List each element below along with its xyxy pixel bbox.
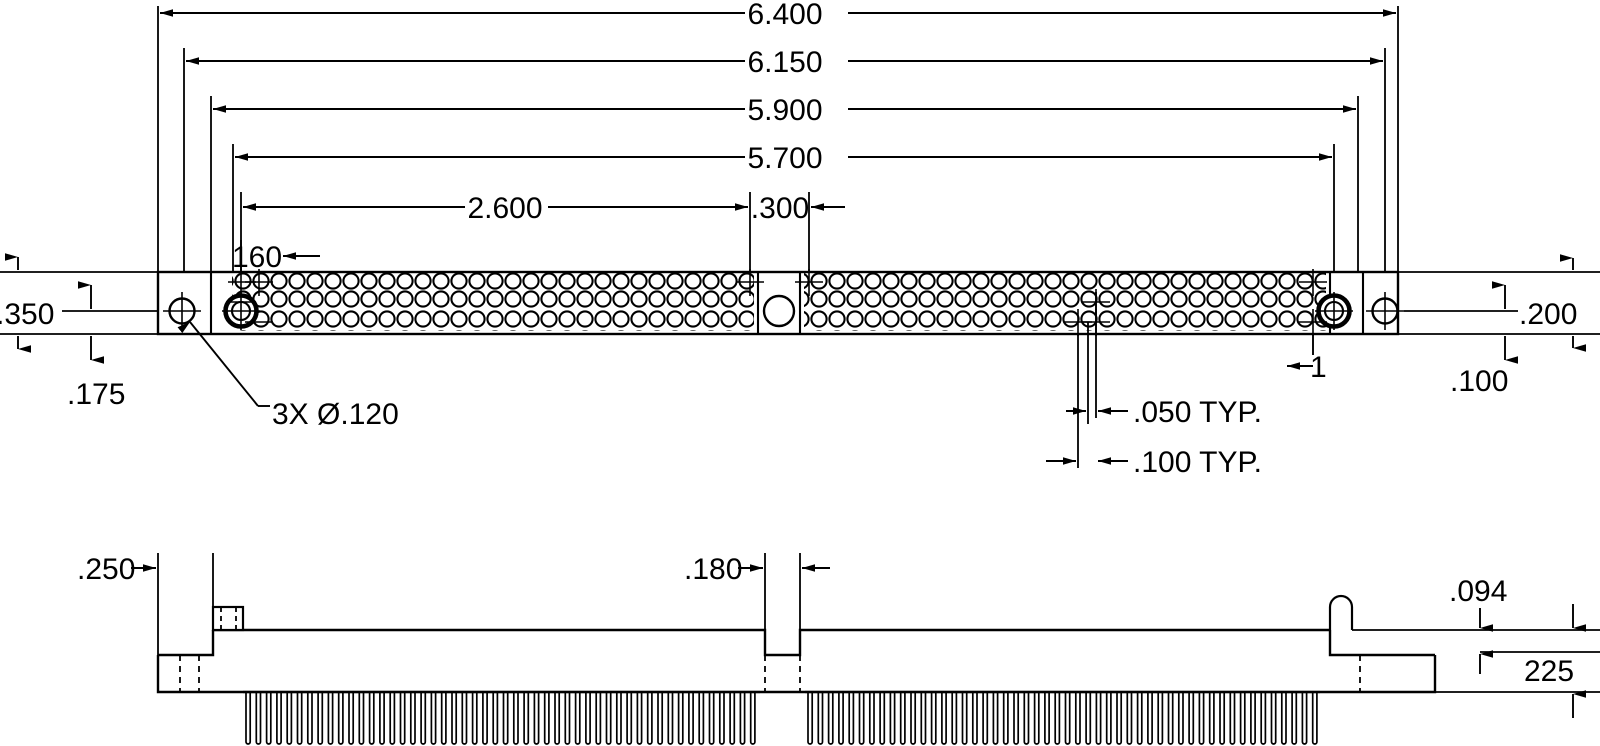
dim-text-5-700: 5.700 [747,142,822,175]
extension-lines-left-vertical [0,271,158,335]
dim-text-0-200: .200 [1519,298,1577,331]
dim-text-0-350: .350 [0,298,54,331]
side-view-outline [156,594,1437,694]
side-view-pins-right [805,690,1320,745]
dim-text-160: 160 [232,241,282,274]
dimension-text-layer: 6.400 6.150 5.900 5.700 2.600 .300 160 3… [0,0,1577,688]
dim-text-5-900: 5.900 [747,94,822,127]
leader-3x-dia-120 [177,321,270,407]
pin-hole-field-left [232,273,754,331]
dim-text-0-180: .180 [684,553,742,586]
extension-lines-top [157,6,1399,272]
extension-lines-right-vertical [1398,271,1600,335]
label-text-pin-1: 1 [1310,351,1327,384]
extension-lines-typ [1077,292,1097,468]
iehcorp-logo: IEH [1382,660,1568,718]
dim-text-0-094: .094 [1449,575,1507,608]
extension-lines-side [157,553,1600,693]
side-view-pins-left [243,690,760,745]
dim-text-050-typ: .050 TYP. [1133,396,1262,429]
center-keying-hole [762,294,796,328]
dim-text-0-300: .300 [751,192,809,225]
dim-text-100-typ: .100 TYP. [1133,446,1262,479]
dim-text-2-600: 2.600 [467,192,542,225]
dim-text-0-250: .250 [77,553,135,586]
dim-text-0-225: 225 [1524,655,1574,688]
mounting-hole-left-outer [163,292,201,330]
note-text-3x-dia-120: 3X Ø.120 [272,398,399,431]
dim-text-0-100: .100 [1450,365,1508,398]
logo-svg: IEH [1382,660,1568,718]
mounting-hole-right-outer [1366,292,1404,330]
dim-text-0-175: .175 [67,378,125,411]
leader-pin-1 [1287,334,1314,370]
dim-text-6-400: 6.400 [747,0,822,31]
dim-text-6-150: 6.150 [747,46,822,79]
mounting-hole-right-inner [1315,292,1353,330]
